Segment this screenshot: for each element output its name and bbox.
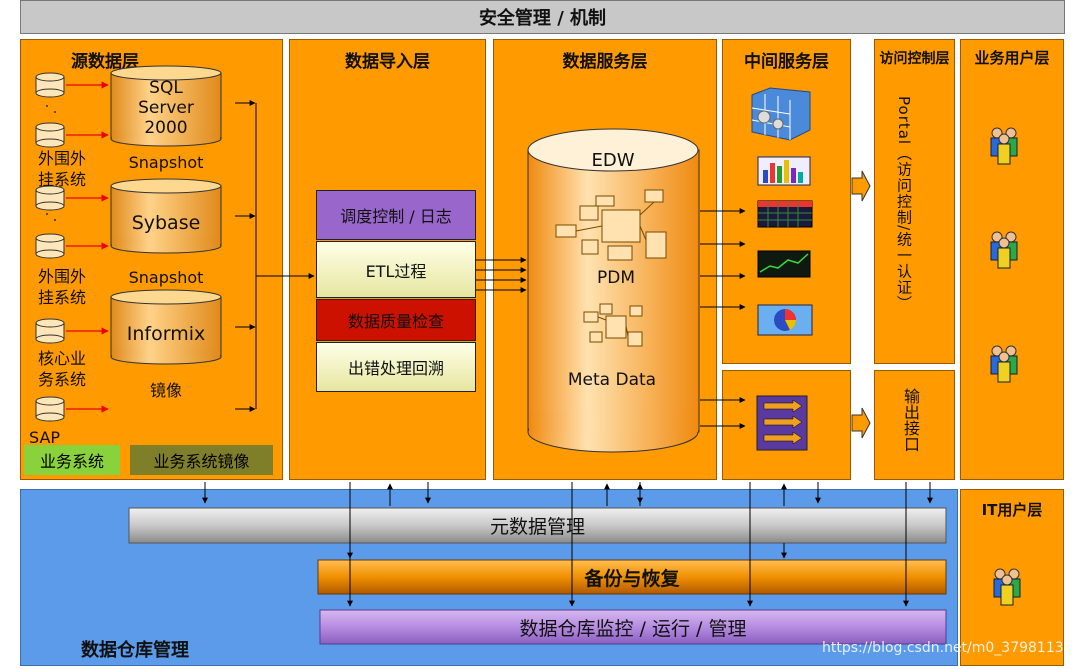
sqlserver-caption: Snapshot [128,153,204,172]
output-arrows-icon [756,395,808,451]
middle-layer-title: 中间服务层 [744,52,829,72]
user-group-icons [990,127,1021,606]
metadata-icon [583,303,643,347]
sap-label: SAP [29,428,61,447]
watermark: https://blog.csdn.net/m0_37981134 [822,640,1073,656]
step-etl: ETL过程 [316,241,476,298]
etl-to-edw-arrows [475,257,527,293]
step-error-handling-label: 出错处理回溯 [347,359,444,378]
portal-label: Portal（访问控制/统一认证） [895,96,913,312]
sqlserver-cylinder [110,65,222,147]
metadata-management-bar: 元数据管理 [129,508,946,543]
access-layer-title: 访问控制层 [879,51,950,67]
sybase-label: Sybase [131,212,201,234]
line-chart-icon [757,250,811,278]
dw-monitor-label: 数据仓库监控 / 运行 / 管理 [519,617,747,640]
it-user-layer-title: IT用户层 [981,501,1043,519]
dw-management-title: 数据仓库管理 [81,640,189,661]
peripheral-system-label-1: 外围外 挂系统 [38,149,87,189]
source-red-arrows [66,81,109,413]
sybase-caption: Snapshot [128,268,204,287]
service-layer-title: 数据服务层 [562,52,648,72]
pdm-label: PDM [596,268,635,288]
biz-user-layer-title: 业务用户层 [974,49,1050,67]
sqlserver-label: SQL Server 2000 [138,78,194,138]
core-system-label: 核心业 务系统 [38,349,87,389]
edw-to-middle-arrows [700,208,746,429]
metadata-management-label: 元数据管理 [489,516,585,538]
pdm-icon [555,189,667,261]
management-connectors [202,482,933,607]
backup-bar-bg [317,559,947,595]
metadata-label: Meta Data [567,370,657,390]
table-grid-icon [757,200,813,228]
edw-label: EDW [591,150,635,171]
cube-icon [751,87,811,141]
output-interface-label: 输出接口 [901,388,920,452]
security-bar-label: 安全管理 / 机制 [478,8,607,29]
step-schedule-log: 调度控制 / 日志 [316,190,476,240]
peripheral-system-label-2: 外围外 挂系统 [38,267,87,307]
step-etl-label: ETL过程 [365,261,427,281]
access-layer-panel: 访问控制层 [874,39,955,364]
sybase-cylinder [110,178,222,254]
bar-chart-icon [757,156,811,186]
informix-caption: 镜像 [149,381,182,400]
step-quality-check-label: 数据质量检查 [347,312,444,331]
backup-restore-bar: 备份与恢复 [318,560,946,594]
source-collector-lines [235,100,315,412]
step-schedule-log-label: 调度控制 / 日志 [340,207,452,226]
security-bar: 安全管理 / 机制 [20,0,1065,34]
legend-business-mirror-label: 业务系统镜像 [153,452,250,471]
output-interface-panel [874,370,955,480]
edw-cylinder [527,128,700,453]
informix-label: Informix [126,323,206,345]
small-db-icons [35,72,65,422]
metadata-bar-bg [128,507,947,544]
block-arrows [851,170,871,439]
import-layer-title: 数据导入层 [345,52,430,72]
monitor-bar-bg [319,609,947,645]
legend-business-system: 业务系统 [24,445,120,475]
step-error-handling: 出错处理回溯 [316,342,476,392]
step-quality-check: 数据质量检查 [316,299,476,341]
pie-chart-icon [757,304,813,336]
backup-restore-label: 备份与恢复 [584,567,680,590]
informix-cylinder [110,289,222,365]
legend-business-system-label: 业务系统 [39,452,104,471]
dw-monitor-bar: 数据仓库监控 / 运行 / 管理 [320,610,946,644]
legend-business-mirror: 业务系统镜像 [130,445,273,475]
source-layer-title: 源数据层 [71,52,139,72]
